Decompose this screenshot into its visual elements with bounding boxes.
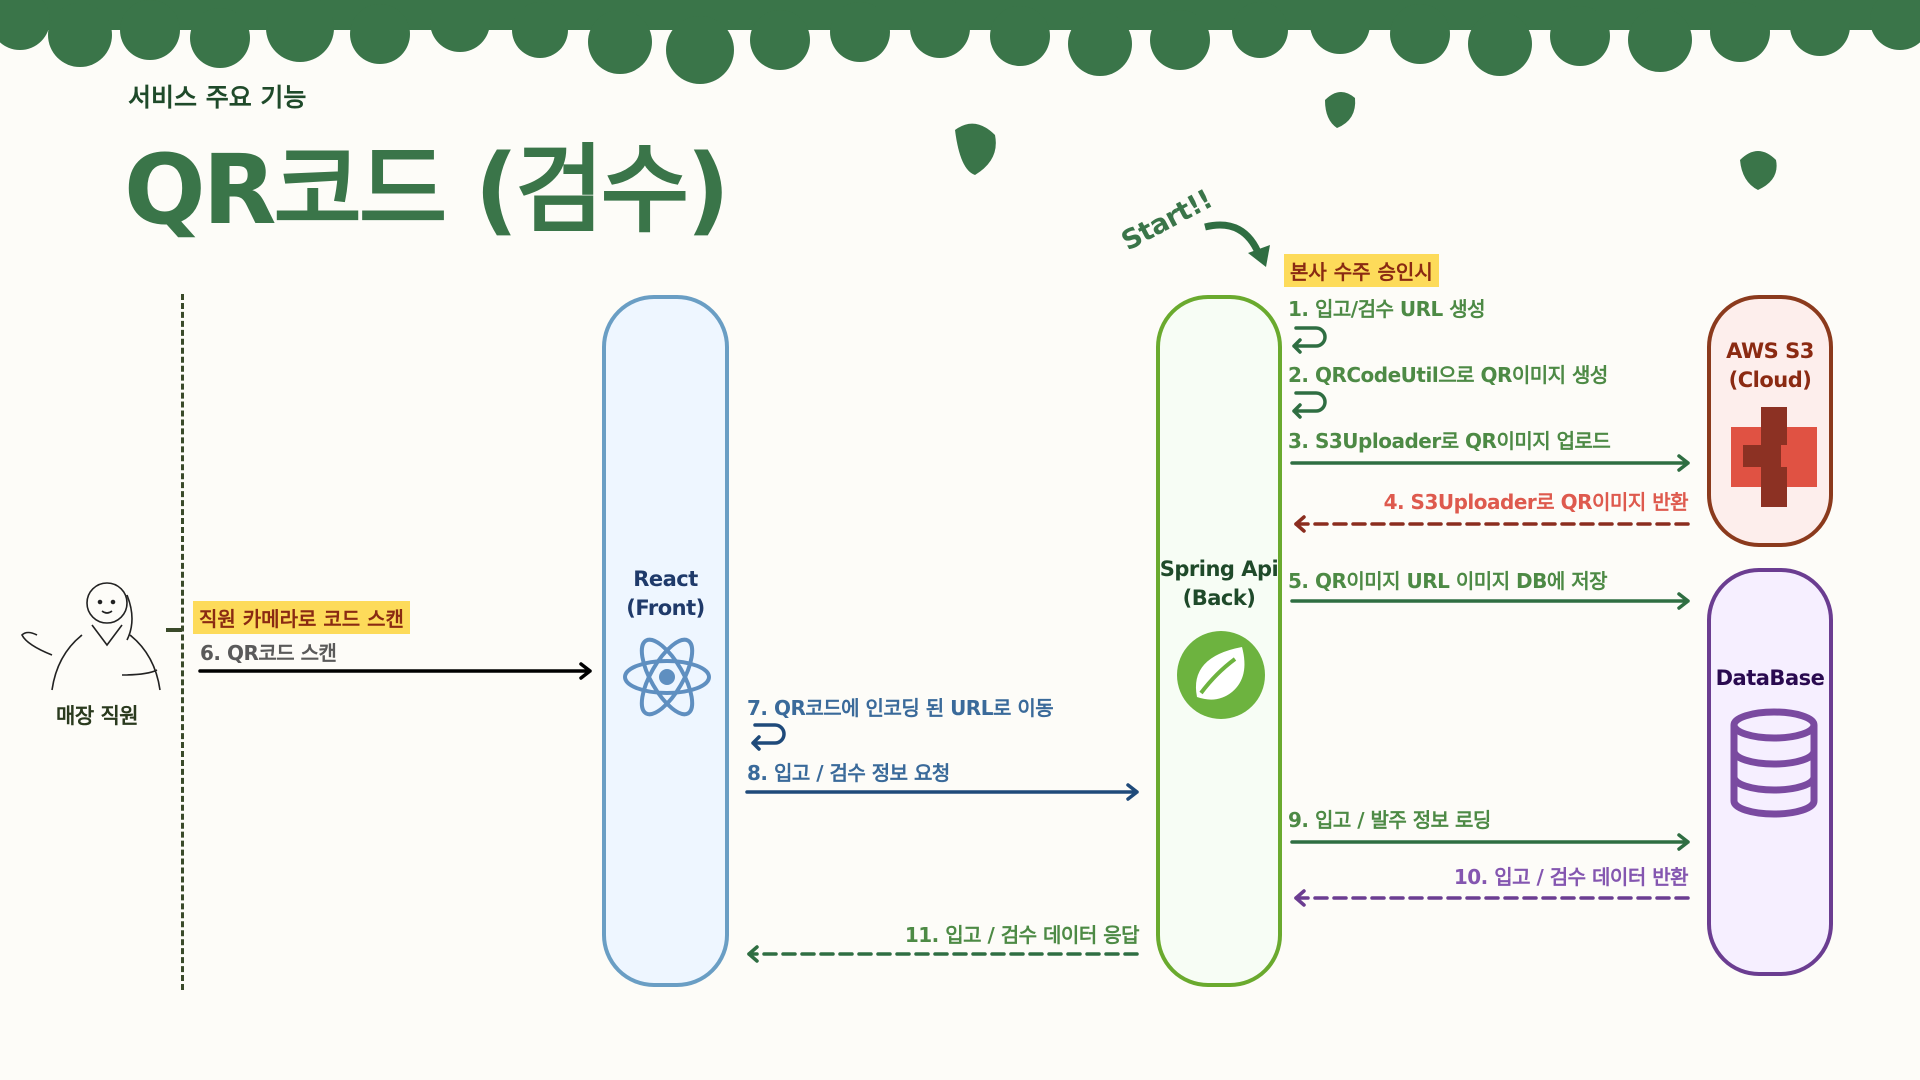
- arrow-step-8: [745, 783, 1139, 801]
- step-1-label: 1. 입고/검수 URL 생성: [1288, 297, 1486, 321]
- step-11-label: 11. 입고 / 검수 데이터 응답: [904, 923, 1140, 947]
- step-10-label: 10. 입고 / 검수 데이터 반환: [1453, 865, 1689, 889]
- leaves-decoration: [955, 91, 1777, 190]
- database-lane: DataBase: [1707, 568, 1833, 976]
- leaf-icon: [1325, 91, 1356, 128]
- employee-lifeline: [181, 294, 184, 990]
- arrow-step-11: [747, 945, 1139, 963]
- step-3-label: 3. S3Uploader로 QR이미지 업로드: [1288, 429, 1611, 453]
- leaf-icon: [1740, 151, 1777, 190]
- arrow-step-6: [198, 662, 592, 680]
- react-atom-icon: [623, 637, 711, 717]
- self-loop-icon: [1292, 391, 1327, 419]
- arrow-step-10: [1294, 889, 1690, 907]
- aws-label: AWS S3 (Cloud): [1726, 339, 1814, 392]
- spring-lane: Spring Api (Back): [1156, 295, 1282, 987]
- self-loop-icon: [1292, 326, 1327, 354]
- employee-note: 직원 카메라로 코드 스캔: [193, 601, 410, 634]
- arrow-step-5: [1290, 592, 1690, 610]
- step-9-label: 9. 입고 / 발주 정보 로딩: [1288, 808, 1491, 832]
- step-5-label: 5. QR이미지 URL 이미지 DB에 저장: [1288, 569, 1608, 593]
- step-7-label: 7. QR코드에 인코딩 된 URL로 이동: [747, 696, 1054, 720]
- aws-s3-lane: AWS S3 (Cloud): [1707, 295, 1833, 547]
- spring-label: Spring Api (Back): [1159, 557, 1279, 610]
- employee-label: 매장 직원: [56, 704, 139, 728]
- person-illustration: [21, 582, 161, 691]
- self-loop-icon: [751, 723, 786, 751]
- curved-arrow-icon: [1204, 221, 1270, 267]
- step-6-label: 6. QR코드 스캔: [200, 641, 337, 665]
- section-subtitle: 서비스 주요 기능: [128, 83, 307, 112]
- employee-lifeline-tick: [166, 628, 182, 632]
- arrow-step-9: [1290, 833, 1690, 851]
- react-lane: React (Front): [602, 295, 729, 987]
- spring-leaf-icon: [1177, 631, 1265, 719]
- step-2-label: 2. QRCodeUtil으로 QR이미지 생성: [1288, 363, 1608, 387]
- leaf-icon: [955, 123, 996, 175]
- aws-s3-bucket-icon: [1731, 407, 1817, 507]
- page-title: QR코드 (검수): [124, 134, 730, 246]
- arrow-step-3: [1290, 454, 1690, 472]
- step-8-label: 8. 입고 / 검수 정보 요청: [747, 761, 950, 785]
- react-label: React (Front): [626, 567, 705, 620]
- foliage-border: [0, 0, 1920, 84]
- step-4-label: 4. S3Uploader로 QR이미지 반환: [1383, 490, 1689, 514]
- trigger-label: 본사 수주 승인시: [1284, 254, 1439, 287]
- database-cylinder-icon: [1730, 708, 1818, 818]
- arrow-step-4: [1294, 515, 1690, 533]
